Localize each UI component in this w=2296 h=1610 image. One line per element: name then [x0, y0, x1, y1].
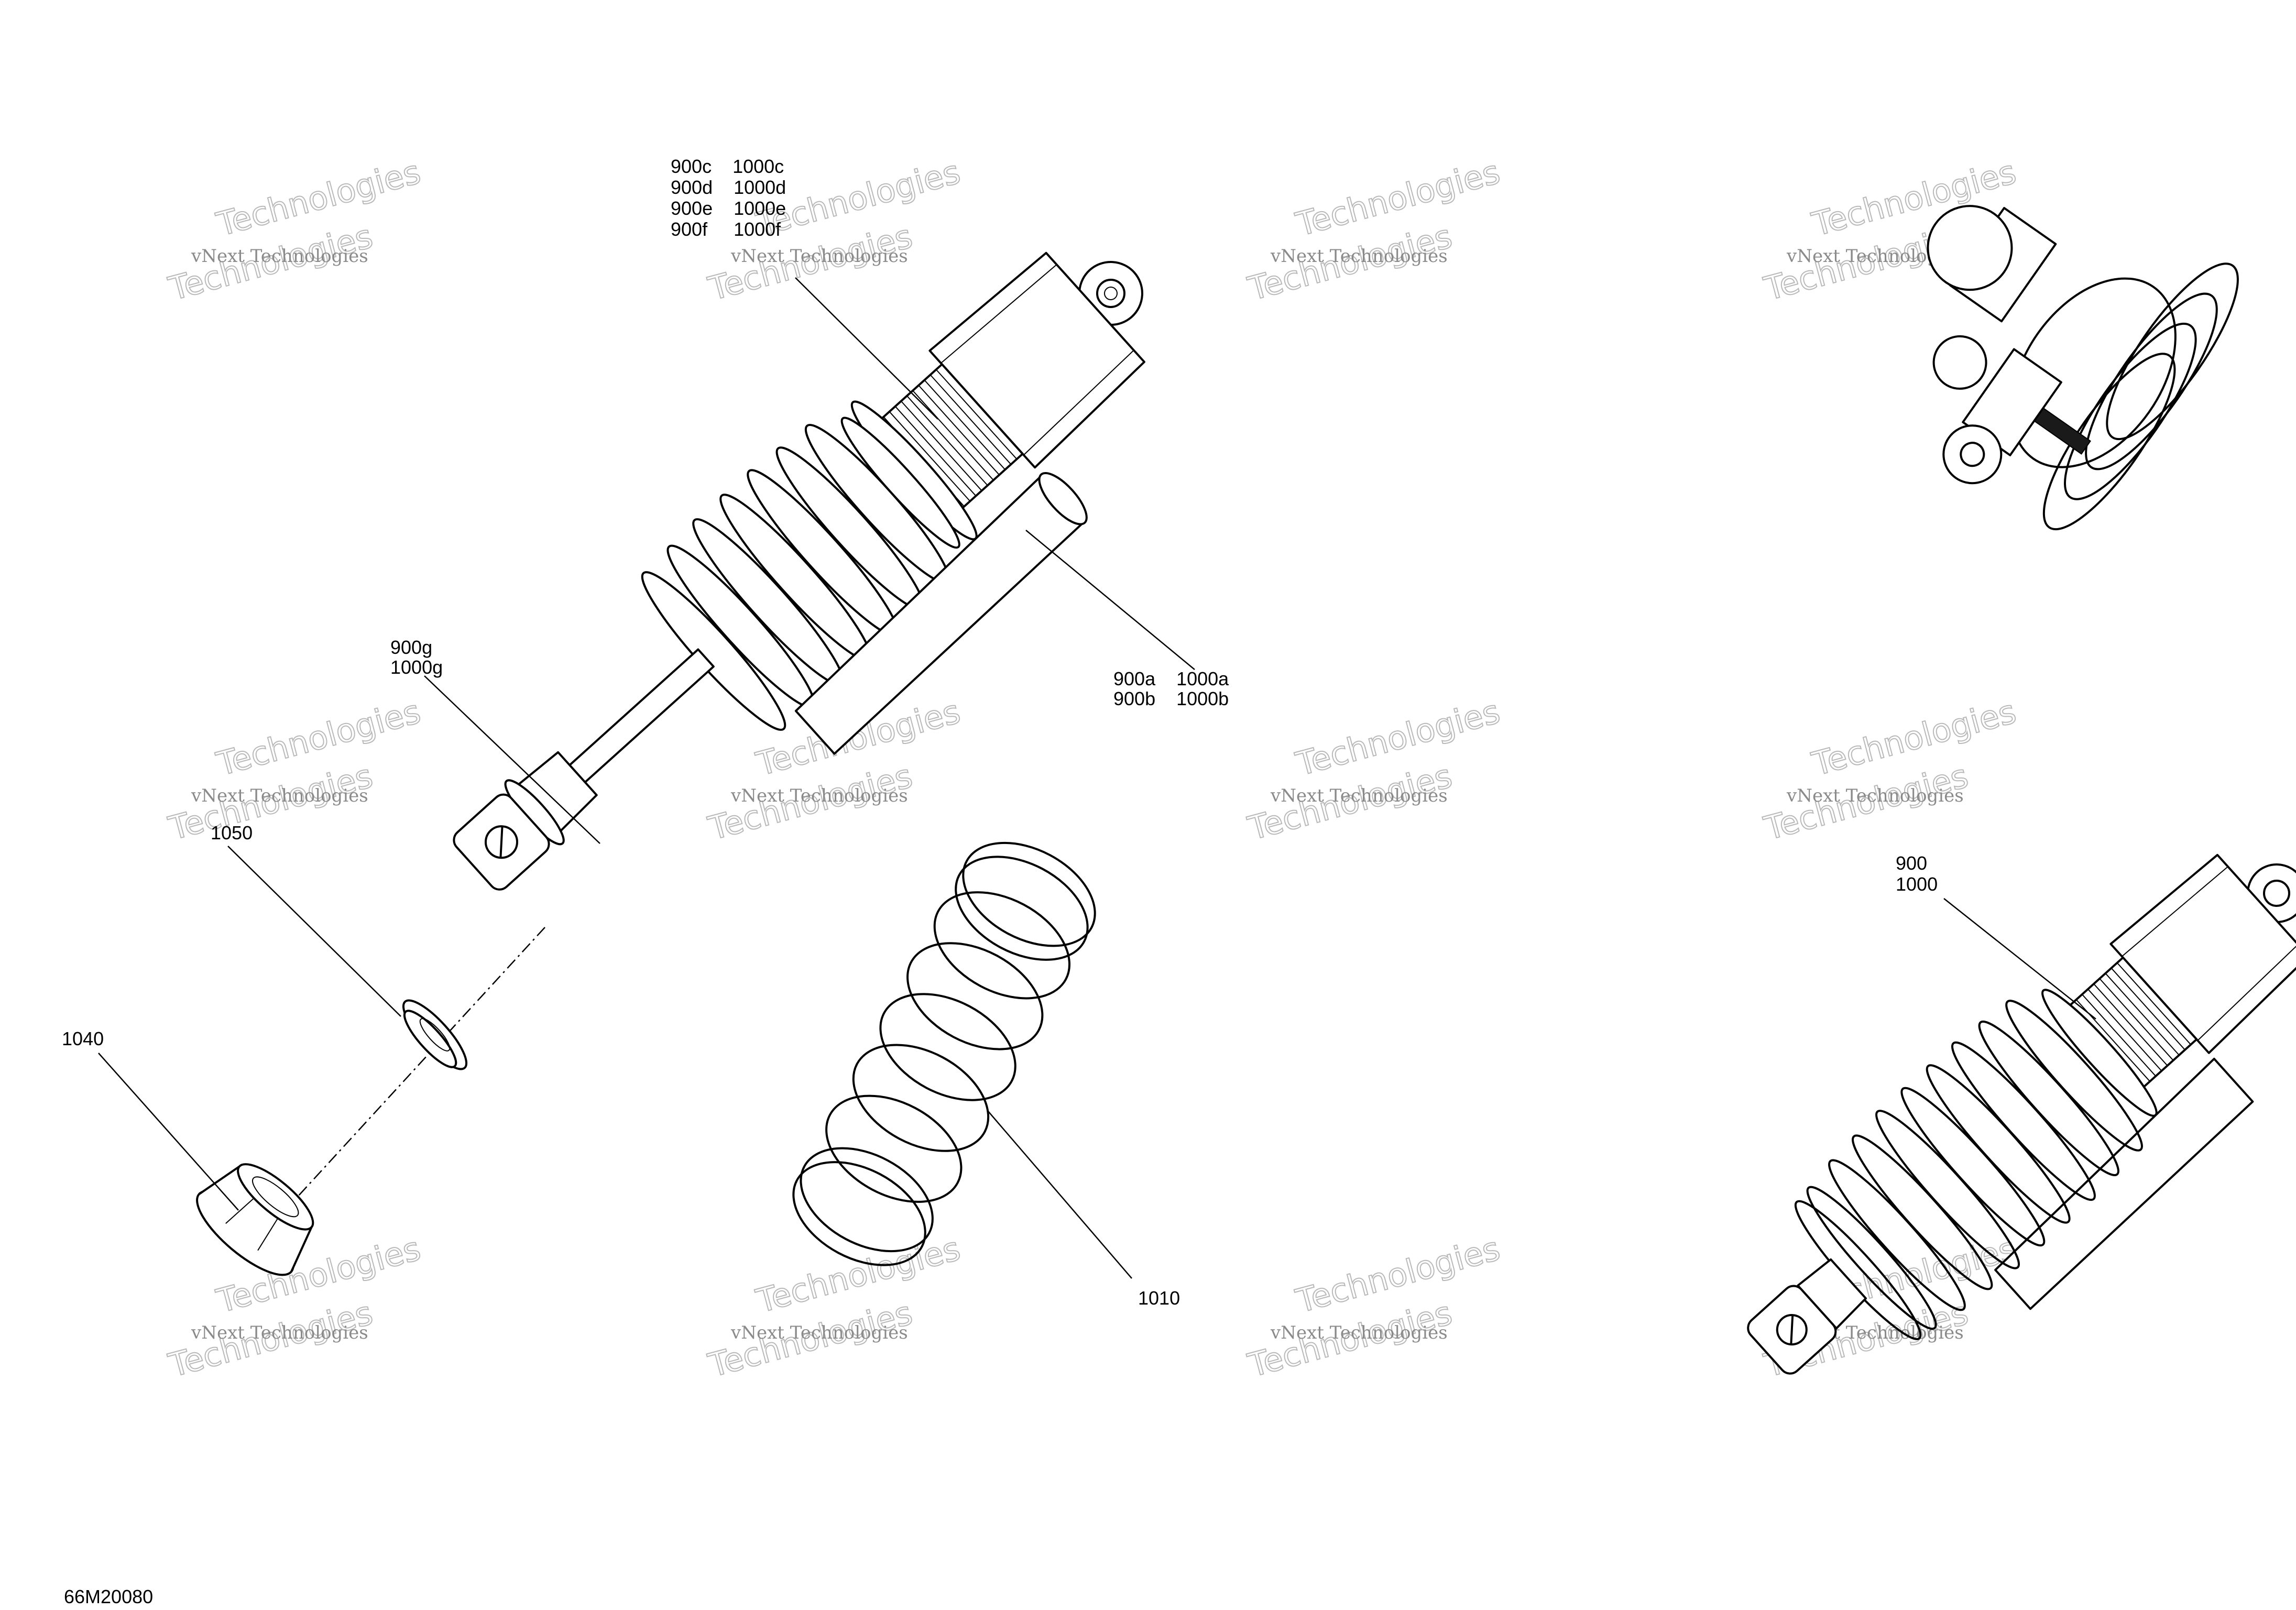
piston-shaft	[568, 648, 715, 784]
callout-900b: 900b 1000b	[1113, 688, 1229, 709]
spring-seat	[196, 1163, 314, 1276]
svg-text:vNext Technologies: vNext Technologies	[730, 1322, 908, 1343]
callout-900f: 900f 1000f	[671, 218, 781, 240]
callout-900a: 900a 1000a	[1113, 668, 1229, 689]
callout-900: 900	[1896, 852, 1927, 874]
svg-text:vNext Technologies: vNext Technologies	[191, 785, 368, 806]
callout-1000g: 1000g	[390, 656, 443, 678]
watermark: Technologies Technologies vNext Technolo…	[164, 152, 425, 309]
callout-1000: 1000	[1896, 873, 1938, 895]
svg-text:vNext Technologies: vNext Technologies	[1270, 246, 1448, 267]
shock-detail-view	[1927, 205, 2239, 531]
watermark: Technologies Technologies vNext Technolo…	[1243, 1229, 1504, 1385]
callout-900c: 900c 1000c	[671, 156, 784, 177]
watermark: Technologies Technologies vNext Technolo…	[164, 692, 425, 848]
svg-text:vNext Technologies: vNext Technologies	[1270, 1322, 1448, 1343]
svg-text:vNext Technologies: vNext Technologies	[1786, 785, 1964, 806]
callout-1010: 1010	[1138, 1287, 1180, 1309]
shock-absorber-exploded	[453, 251, 1145, 891]
svg-text:vNext Technologies: vNext Technologies	[191, 1322, 368, 1343]
watermark: Technologies Technologies vNext Technolo…	[704, 1229, 965, 1385]
leader-lines	[98, 277, 2096, 1279]
coil-spring	[792, 841, 1096, 1266]
watermark: Technologies Technologies vNext Technolo…	[1759, 692, 2020, 848]
callout-labels: 900c 1000c 900d 1000d 900e 1000e 900f 10…	[62, 156, 1938, 1607]
assembly-axis-line	[251, 927, 545, 1247]
drawing-number: 66M20080	[64, 1586, 153, 1607]
callout-900d: 900d 1000d	[671, 177, 786, 198]
callout-900g: 900g	[390, 637, 432, 658]
callout-1040: 1040	[62, 1028, 104, 1049]
svg-text:vNext Technologies: vNext Technologies	[1270, 785, 1448, 806]
svg-text:vNext Technologies: vNext Technologies	[730, 246, 908, 267]
callout-1050: 1050	[211, 822, 253, 844]
spring-retainer	[402, 999, 468, 1070]
shock-body	[928, 251, 1145, 469]
shock-assembly	[1747, 853, 2296, 1375]
svg-text:vNext Technologies: vNext Technologies	[191, 246, 368, 267]
watermark: Technologies Technologies vNext Technolo…	[1243, 152, 1504, 309]
svg-text:vNext Technologies: vNext Technologies	[730, 785, 908, 806]
watermark: Technologies Technologies vNext Technolo…	[1243, 692, 1504, 848]
callout-900e: 900e 1000e	[671, 198, 786, 219]
